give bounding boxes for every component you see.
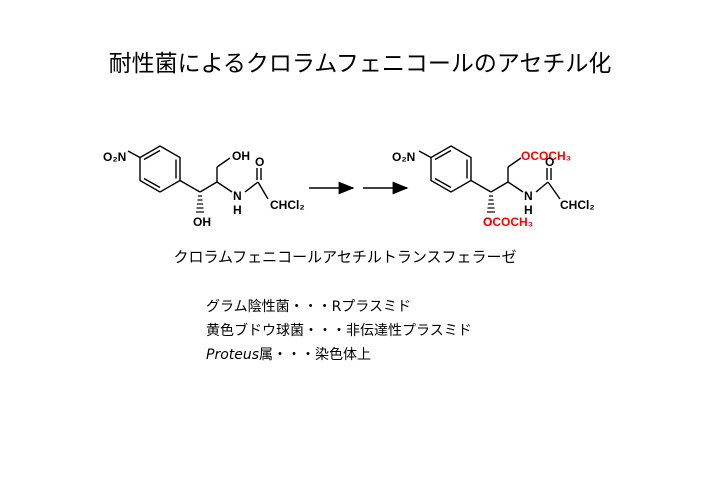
page-title: 耐性菌によるクロラムフェニコールのアセチル化: [108, 51, 612, 77]
oh-bottom-label: OH: [193, 215, 211, 229]
proteus-genus: Proteus: [206, 347, 260, 363]
o-label-product: O: [483, 215, 492, 229]
carbonyl-o-label: O: [255, 155, 264, 169]
o2n-label-product: O₂N: [392, 150, 415, 164]
ococh3-bottom-label: OCOCH₃: [483, 215, 533, 229]
nh-h-label: H: [233, 203, 242, 217]
benzene-ring-product: [430, 145, 472, 193]
reactant-structure: [127, 145, 269, 213]
note-staphylococcus: 黄色ブドウ球菌・・・非伝達性プラスミド: [206, 323, 472, 339]
o2n-label: O₂N: [103, 150, 126, 164]
chcl2-label: CHCl₂: [270, 198, 305, 212]
nh-h-label-product: H: [524, 203, 533, 217]
note-gram-negative: グラム陰性菌・・・Rプラスミド: [206, 299, 412, 315]
chcl2-label-product: CHCl₂: [560, 198, 595, 212]
nh-n-label: N: [233, 189, 242, 203]
note-proteus: Proteus属・・・染色体上: [206, 343, 472, 367]
oh-top-label: OH: [232, 149, 250, 163]
reaction-scheme: O₂N OH O N H CHCl₂ OH O₂N OCOCH₃ O: [103, 145, 595, 229]
ococh3-top-label: OCOCH₃: [521, 149, 571, 163]
product-structure: [418, 145, 561, 213]
nh-n-label-product: N: [524, 189, 533, 203]
proteus-location: 属・・・染色体上: [259, 347, 372, 363]
carbonyl-o-label-product: O: [545, 155, 554, 169]
benzene-ring-reactant: [139, 145, 181, 193]
resistance-notes: グラム陰性菌・・・Rプラスミド 黄色ブドウ球菌・・・非伝達性プラスミド Prot…: [206, 295, 472, 367]
enzyme-name: クロラムフェニコールアセチルトランスフェラーゼ: [173, 248, 517, 266]
